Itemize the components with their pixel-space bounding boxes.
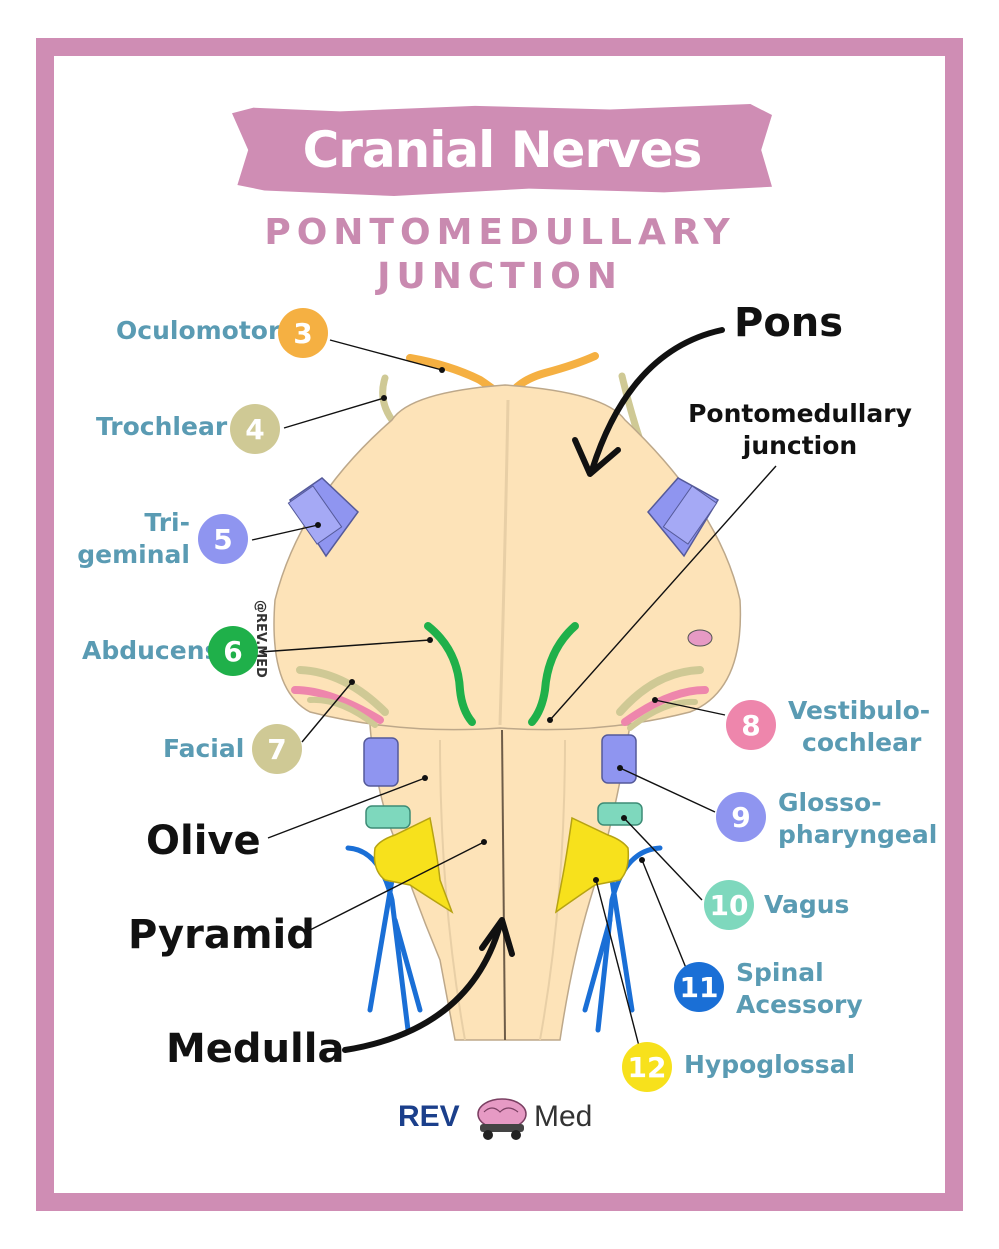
hypoglossal-nerve-left bbox=[373, 816, 454, 914]
brain-mascot-icon bbox=[687, 629, 713, 647]
label-spinal-accessory-2: Acessory bbox=[736, 990, 863, 1019]
vagus-nerve-right bbox=[597, 802, 643, 826]
badge-5: 5 bbox=[198, 514, 248, 564]
label-pons: Pons bbox=[734, 300, 844, 346]
label-trochlear: Trochlear bbox=[96, 412, 228, 441]
label-junction-2: junction bbox=[742, 431, 858, 460]
facial-nerve-left bbox=[296, 666, 389, 716]
badge-9: 9 bbox=[716, 792, 766, 842]
label-spinal-accessory-1: Spinal bbox=[736, 958, 824, 987]
brand-med: Med bbox=[534, 1100, 593, 1133]
label-junction-1: Pontomedullary bbox=[688, 399, 912, 428]
pons-arrow bbox=[589, 327, 725, 473]
abducens-nerve-left bbox=[424, 622, 476, 726]
label-pyramid: Pyramid bbox=[128, 912, 315, 958]
label-vestibulocochlear-1: Vestibulo- bbox=[788, 696, 931, 725]
subtitle-line-2: JUNCTION bbox=[377, 256, 623, 297]
vestibulocochlear-nerve-right bbox=[621, 686, 709, 726]
badge-7: 7 bbox=[252, 724, 302, 774]
badge-12: 12 bbox=[622, 1042, 672, 1092]
label-trigeminal-2: geminal bbox=[77, 540, 190, 569]
glossopharyngeal-nerve-right bbox=[601, 734, 637, 784]
facial-nerve-right bbox=[616, 666, 704, 716]
trigeminal-nerve-left bbox=[287, 477, 359, 558]
label-vagus: Vagus bbox=[764, 890, 850, 919]
label-glossopharyngeal-2: pharyngeal bbox=[778, 820, 938, 849]
vestibulocochlear-nerve-left bbox=[291, 686, 384, 724]
badge-6: 6 bbox=[208, 626, 258, 676]
badge-11: 11 bbox=[674, 962, 724, 1012]
badge-4: 4 bbox=[230, 404, 280, 454]
label-facial: Facial bbox=[163, 734, 245, 763]
label-vestibulocochlear-2: cochlear bbox=[802, 728, 922, 757]
abducens-nerve-right bbox=[528, 622, 579, 726]
brand-rev: REV bbox=[398, 1100, 460, 1133]
label-abducens: Abducens bbox=[82, 636, 220, 665]
label-olive: Olive bbox=[146, 818, 261, 864]
label-hypoglossal: Hypoglossal bbox=[684, 1050, 856, 1079]
title-banner bbox=[232, 104, 772, 196]
medulla-arrow bbox=[342, 922, 503, 1053]
trigeminal-nerve-right bbox=[647, 477, 720, 558]
subtitle-line-1: PONTOMEDULLARY bbox=[264, 212, 736, 253]
glossopharyngeal-nerve-left bbox=[363, 737, 399, 787]
page-title: Cranial Nerves bbox=[302, 121, 703, 179]
label-medulla: Medulla bbox=[166, 1026, 345, 1072]
vagus-nerve-left bbox=[365, 805, 411, 829]
badge-8: 8 bbox=[726, 700, 776, 750]
badge-10: 10 bbox=[704, 880, 754, 930]
brain-car-logo-icon bbox=[477, 1098, 527, 1140]
label-oculomotor: Oculomotor bbox=[116, 316, 281, 345]
label-glossopharyngeal-1: Glosso- bbox=[778, 788, 882, 817]
badge-3: 3 bbox=[278, 308, 328, 358]
hypoglossal-nerve-right bbox=[554, 816, 630, 914]
label-trigeminal-1: Tri- bbox=[144, 508, 190, 537]
